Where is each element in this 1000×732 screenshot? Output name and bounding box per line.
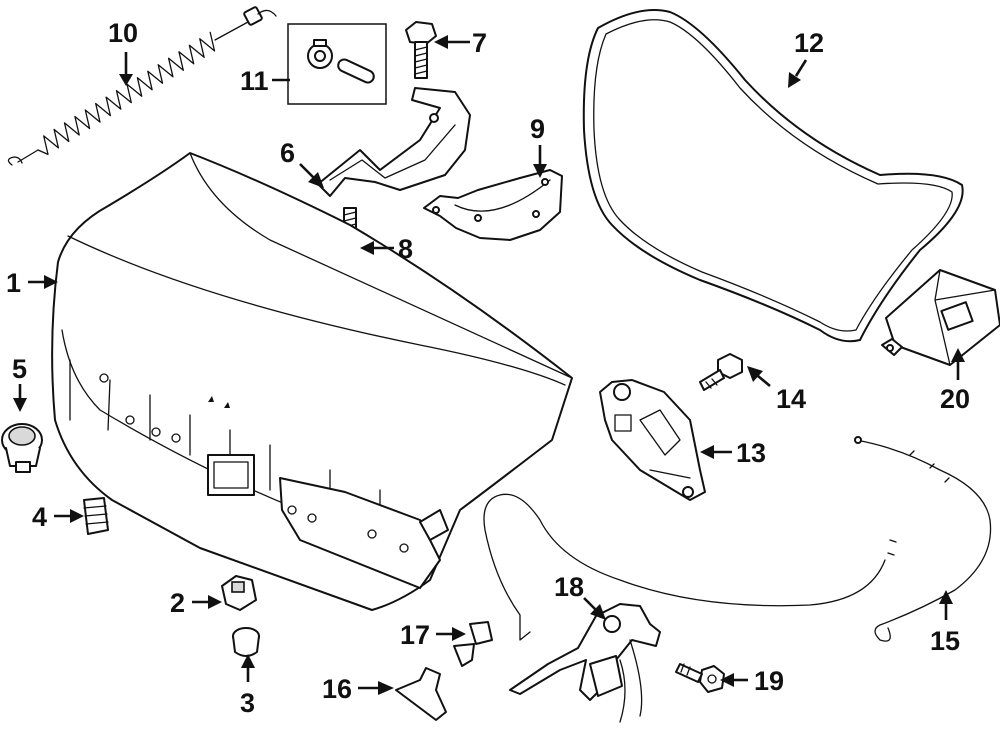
part-13-latch[interactable] bbox=[599, 379, 706, 501]
callout-4: 4 bbox=[32, 502, 47, 532]
part-18-release[interactable] bbox=[509, 603, 661, 723]
part-3-cap[interactable] bbox=[232, 627, 260, 657]
callout-14: 14 bbox=[776, 384, 806, 414]
part-5-bumper[interactable] bbox=[1, 423, 43, 473]
callout-labels: 10 11 7 6 9 12 8 1 5 4 2 3 17 16 13 14 2… bbox=[6, 18, 970, 718]
callout-1: 1 bbox=[6, 268, 21, 298]
part-20-module[interactable] bbox=[881, 269, 1000, 366]
callout-8: 8 bbox=[398, 234, 413, 264]
callout-11: 11 bbox=[240, 66, 269, 96]
callout-19: 19 bbox=[754, 666, 784, 696]
callout-10: 10 bbox=[108, 18, 138, 48]
callout-5: 5 bbox=[12, 354, 27, 384]
part-10-spring[interactable] bbox=[7, 6, 277, 166]
part-9-bracket[interactable] bbox=[423, 169, 563, 241]
part-17-clip[interactable] bbox=[453, 621, 493, 667]
part-14-bolt[interactable] bbox=[699, 353, 743, 391]
callout-2: 2 bbox=[170, 588, 185, 618]
part-19-bolt[interactable] bbox=[675, 663, 725, 693]
callout-15: 15 bbox=[930, 626, 960, 656]
callout-20: 20 bbox=[940, 384, 970, 414]
part-11-fastener-kit[interactable] bbox=[287, 23, 387, 105]
part-16-bracket[interactable] bbox=[395, 667, 447, 721]
part-12-weatherstrip[interactable] bbox=[582, 9, 964, 343]
callout-17: 17 bbox=[400, 620, 430, 650]
part-4-stop[interactable] bbox=[83, 497, 109, 535]
leader-arrows bbox=[13, 35, 965, 695]
callout-12: 12 bbox=[794, 28, 824, 58]
part-15-cable[interactable] bbox=[483, 436, 992, 642]
callout-16: 16 bbox=[322, 674, 352, 704]
part-6-hinge[interactable] bbox=[317, 87, 471, 197]
callout-6: 6 bbox=[280, 138, 295, 168]
part-1-trunk-lid[interactable] bbox=[51, 152, 573, 611]
callout-18: 18 bbox=[554, 572, 584, 602]
part-2-pad[interactable] bbox=[221, 575, 257, 611]
callout-13: 13 bbox=[736, 438, 766, 468]
callout-7: 7 bbox=[472, 28, 487, 58]
callout-9: 9 bbox=[530, 114, 545, 144]
callout-3: 3 bbox=[240, 688, 255, 718]
part-7-bolt[interactable] bbox=[405, 21, 437, 79]
